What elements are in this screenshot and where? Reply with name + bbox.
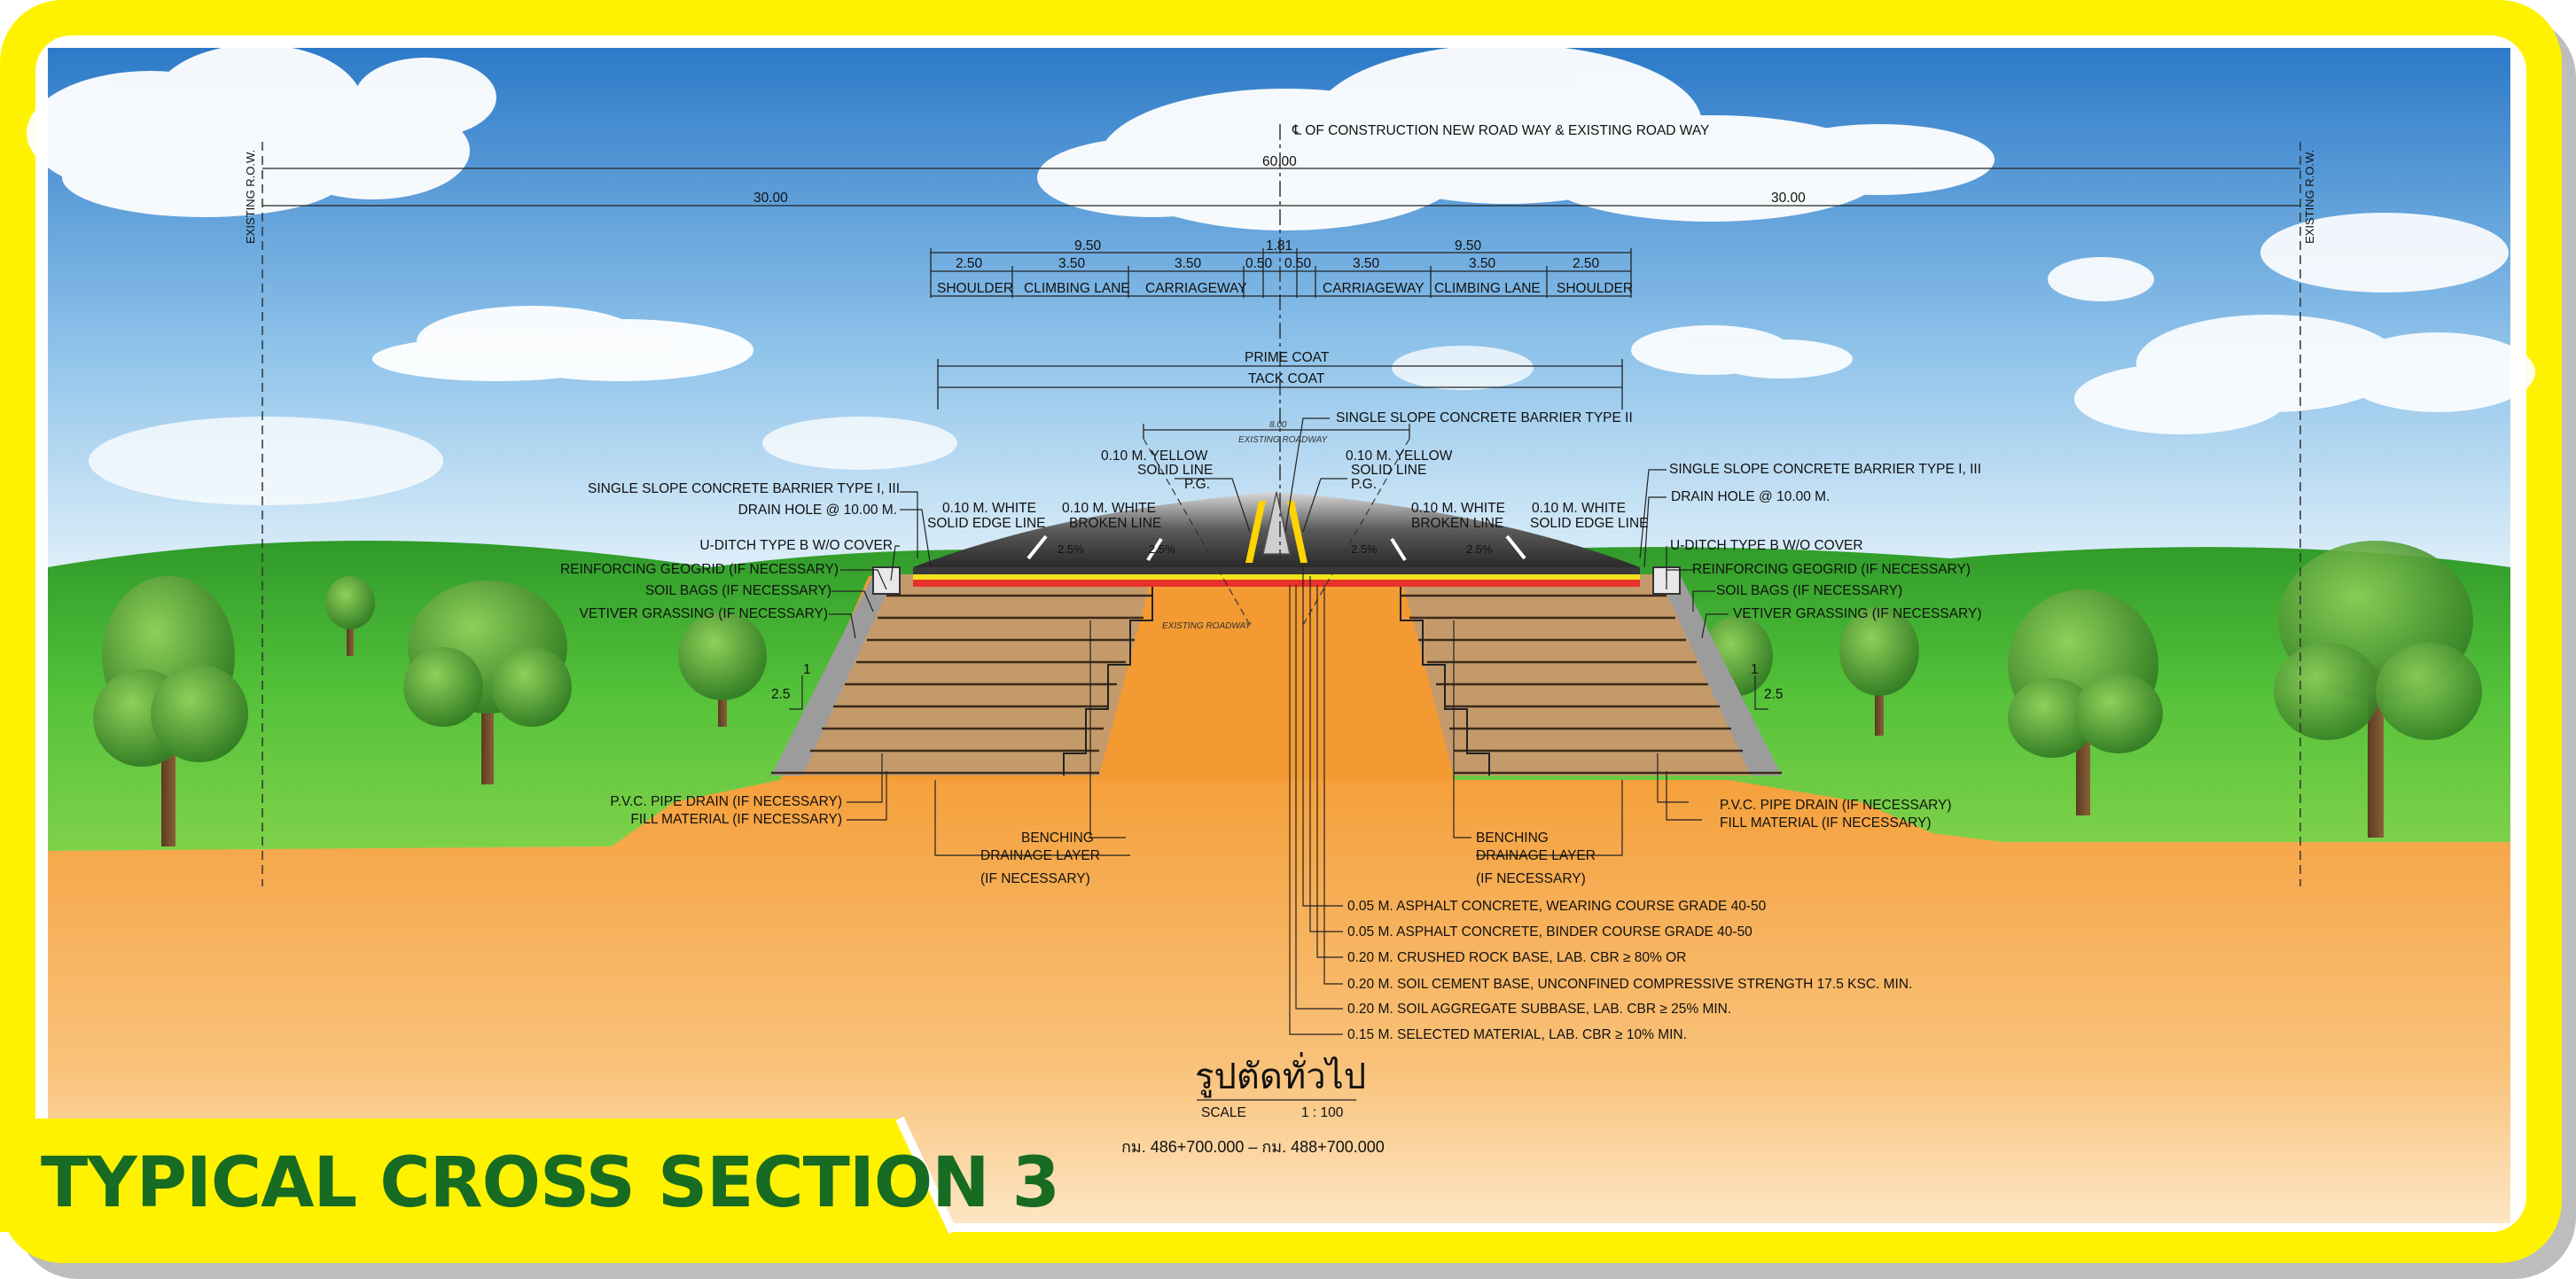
slope-h-left: 2.5 xyxy=(771,687,791,702)
slope-pct-2: 2.5% xyxy=(1149,542,1175,556)
white-edge-right-0: 0.10 M. WHITE xyxy=(1532,501,1626,516)
dim-part-right-3: 2.50 xyxy=(1573,256,1600,271)
slope-pct-4: 2.5% xyxy=(1466,542,1493,556)
yellow-right-line-0: 0.10 M. YELLOW xyxy=(1346,448,1453,464)
lane-left-2: CARRIAGEWAY xyxy=(1145,281,1247,296)
existing-roadway-width: 8.00 xyxy=(1269,420,1287,430)
section-thai-title: รูปตัดทั่วไป xyxy=(1195,1052,1366,1097)
left-label-5: VETIVER GRASSING (IF NECESSARY) xyxy=(580,606,829,621)
benching-right: BENCHING xyxy=(1476,831,1549,846)
white-broken-right-1: BROKEN LINE xyxy=(1411,516,1503,531)
road-surface xyxy=(913,491,1640,567)
station-range: กม. 486+700.000 – กม. 488+700.000 xyxy=(1121,1138,1385,1156)
dimension-lines xyxy=(262,168,2300,626)
yellow-right-line-1: SOLID LINE xyxy=(1351,463,1426,478)
dim-part-left-0: 2.50 xyxy=(956,256,983,271)
dim-part-left-1: 3.50 xyxy=(1058,256,1086,271)
right-label-2: U-DITCH TYPE B W/O COVER xyxy=(1670,538,1863,553)
lane-right-2: SHOULDER xyxy=(1557,281,1633,296)
slope-h-right: 2.5 xyxy=(1764,687,1784,702)
slope-ratio-right xyxy=(1754,675,1768,710)
layer-5: 0.15 M. SELECTED MATERIAL, LAB. CBR ≥ 10… xyxy=(1347,1027,1687,1042)
left-label-0: SINGLE SLOPE CONCRETE BARRIER TYPE I, II… xyxy=(588,481,900,496)
right-label-4: SOIL BAGS (IF NECESSARY) xyxy=(1716,583,1902,598)
dim-half-right: 30.00 xyxy=(1771,191,1806,206)
white-edge-left-1: SOLID EDGE LINE xyxy=(927,516,1046,531)
lane-right-0: CARRIAGEWAY xyxy=(1323,281,1425,296)
dim-total: 60.00 xyxy=(1262,154,1297,169)
slope-pct-1: 2.5% xyxy=(1058,542,1084,556)
right-label-3: REINFORCING GEOGRID (IF NECESSARY) xyxy=(1692,562,1971,577)
white-broken-right-0: 0.10 M. WHITE xyxy=(1411,501,1505,516)
page-title: TYPICAL CROSS SECTION 3 xyxy=(41,1143,1060,1223)
layer-4: 0.20 M. SOIL AGGREGATE SUBBASE, LAB. CBR… xyxy=(1347,1002,1731,1017)
barrier-center-label: SINGLE SLOPE CONCRETE BARRIER TYPE II xyxy=(1336,410,1633,425)
white-broken-left-1: BROKEN LINE xyxy=(1069,516,1161,531)
row-label-left: EXISTING R.O.W. xyxy=(244,150,257,244)
left-label-4: SOIL BAGS (IF NECESSARY) xyxy=(645,583,831,598)
yellow-left-line-1: SOLID LINE xyxy=(1137,463,1213,478)
row-lines xyxy=(262,142,2301,886)
right-label-5: VETIVER GRASSING (IF NECESSARY) xyxy=(1733,606,1982,621)
pvc-left-label: P.V.C. PIPE DRAIN (IF NECESSARY) xyxy=(610,794,842,809)
layer-0: 0.05 M. ASPHALT CONCRETE, WEARING COURSE… xyxy=(1347,899,1767,914)
lane-right-1: CLIMBING LANE xyxy=(1434,281,1541,296)
pvc-right-label: P.V.C. PIPE DRAIN (IF NECESSARY) xyxy=(1720,798,1952,813)
title-tab-edge xyxy=(895,1116,957,1235)
fill-right-label: FILL MATERIAL (IF NECESSARY) xyxy=(1720,815,1932,831)
white-edge-left-0: 0.10 M. WHITE xyxy=(942,501,1036,516)
ifnec-left: (IF NECESSARY) xyxy=(980,871,1090,886)
slope-ratio-left xyxy=(789,675,803,710)
white-broken-left-0: 0.10 M. WHITE xyxy=(1062,501,1156,516)
yellow-right-line-2: P.G. xyxy=(1351,477,1377,492)
lane-left-0: SHOULDER xyxy=(937,281,1013,296)
layer-1: 0.05 M. ASPHALT CONCRETE, BINDER COURSE … xyxy=(1347,924,1752,940)
left-label-1: DRAIN HOLE @ 10.00 M. xyxy=(738,503,897,518)
scene xyxy=(27,44,2535,1223)
slope-v-left: 1 xyxy=(803,662,811,677)
scale-label: SCALE xyxy=(1201,1105,1246,1120)
labels: ℄ OF CONSTRUCTION NEW ROAD WAY & EXISTIN… xyxy=(244,123,2316,1156)
scale-value: 1 : 100 xyxy=(1301,1105,1344,1120)
row-label-right: EXISTING R.O.W. xyxy=(2303,150,2316,244)
title-tab xyxy=(0,1119,953,1232)
right-label-0: SINGLE SLOPE CONCRETE BARRIER TYPE I, II… xyxy=(1669,462,1981,477)
fill-left-label: FILL MATERIAL (IF NECESSARY) xyxy=(630,812,842,827)
dim-side-right: 9.50 xyxy=(1455,238,1482,253)
prime-coat-label: PRIME COAT xyxy=(1245,350,1330,365)
dim-part-right-1: 3.50 xyxy=(1353,256,1380,271)
existing-roadway-label: EXISTING ROADWAY xyxy=(1162,621,1253,631)
dim-side-left: 9.50 xyxy=(1074,238,1102,253)
existing-roadway-top-label: EXISTING ROADWAY xyxy=(1238,435,1329,445)
left-label-2: U-DITCH TYPE B W/O COVER xyxy=(699,538,893,553)
ifnec-right: (IF NECESSARY) xyxy=(1476,871,1586,886)
white-edge-right-1: SOLID EDGE LINE xyxy=(1530,516,1649,531)
dim-part-right-0: 0.50 xyxy=(1284,256,1312,271)
benching-left: BENCHING xyxy=(1021,831,1094,846)
right-label-1: DRAIN HOLE @ 10.00 M. xyxy=(1671,489,1830,504)
dim-median: 1.81 xyxy=(1266,238,1292,253)
layer-3: 0.20 M. SOIL CEMENT BASE, UNCONFINED COM… xyxy=(1347,977,1912,992)
soil xyxy=(48,780,2510,1223)
tack-coat-label: TACK COAT xyxy=(1248,371,1325,386)
dim-part-left-3: 0.50 xyxy=(1245,256,1273,271)
slope-v-right: 1 xyxy=(1751,662,1759,677)
slope-pct-3: 2.5% xyxy=(1351,542,1378,556)
left-embankment xyxy=(771,566,1153,776)
layer-2: 0.20 M. CRUSHED ROCK BASE, LAB. CBR ≥ 80… xyxy=(1347,950,1686,965)
leader-lines xyxy=(829,417,1729,1035)
yellow-left-line-0: 0.10 M. YELLOW xyxy=(1101,448,1208,464)
dim-part-left-2: 3.50 xyxy=(1175,256,1202,271)
drainage-left: DRAINAGE LAYER xyxy=(980,848,1100,863)
drainage-right: DRAINAGE LAYER xyxy=(1476,848,1596,863)
pavement xyxy=(913,567,1640,587)
clouds xyxy=(27,44,2535,505)
lane-left-1: CLIMBING LANE xyxy=(1024,281,1130,296)
dim-half-left: 30.00 xyxy=(753,191,788,206)
left-label-3: REINFORCING GEOGRID (IF NECESSARY) xyxy=(560,562,839,577)
yellow-left-line-2: P.G. xyxy=(1184,477,1210,492)
dim-part-right-2: 3.50 xyxy=(1469,256,1496,271)
centerline-label: ℄ OF CONSTRUCTION NEW ROAD WAY & EXISTIN… xyxy=(1292,123,1709,138)
